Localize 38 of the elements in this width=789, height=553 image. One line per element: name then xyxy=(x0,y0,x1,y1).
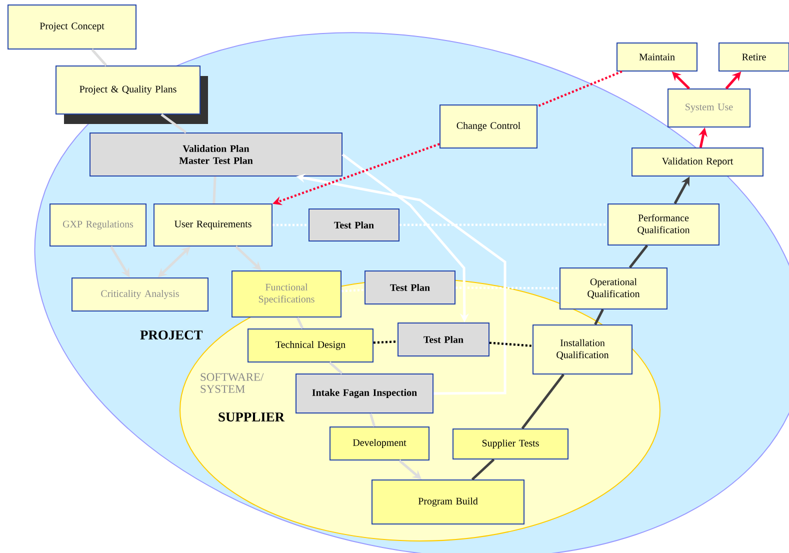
process-box: Supplier Tests xyxy=(452,428,568,460)
test-plan-box: Test Plan xyxy=(364,270,456,304)
test-plan-box: Test Plan xyxy=(398,322,490,356)
connector xyxy=(373,340,398,344)
process-box: Retire xyxy=(718,42,789,72)
connector xyxy=(489,342,533,347)
connector xyxy=(212,176,216,204)
connector xyxy=(594,308,604,326)
process-box: GXP Regulations xyxy=(50,204,146,246)
connector xyxy=(628,244,648,268)
connector xyxy=(341,288,365,292)
connector xyxy=(521,374,564,430)
process-box: Project & Quality Plans xyxy=(56,66,208,124)
connector xyxy=(272,224,308,226)
process-box: Development xyxy=(330,426,430,460)
process-box: Performance Qualification xyxy=(608,204,720,246)
connector xyxy=(471,458,495,480)
connector xyxy=(296,316,304,330)
process-box: Criticality Analysis xyxy=(72,278,208,312)
process-box: Project Concept xyxy=(8,4,136,50)
process-box: Operational Qualification xyxy=(560,268,668,310)
connector xyxy=(369,413,376,427)
process-box: Program Build xyxy=(372,480,524,524)
process-box: Maintain xyxy=(616,42,698,72)
test-plan-box: Intake Fagan Inspection xyxy=(296,374,434,414)
connector xyxy=(456,286,560,290)
connector xyxy=(400,223,608,226)
connector xyxy=(537,70,622,108)
connector xyxy=(91,48,108,66)
process-box: System Use xyxy=(668,88,750,128)
process-box: Technical Design xyxy=(248,328,374,362)
process-box: Functional Specifications xyxy=(232,270,342,318)
test-plan-box: Validation Plan Master Test Plan xyxy=(90,132,342,176)
process-box: User Requirements xyxy=(154,204,272,246)
connector xyxy=(328,362,343,374)
process-box: Change Control xyxy=(440,104,538,148)
test-plan-box: Test Plan xyxy=(308,208,400,242)
process-box: Installation Qualification xyxy=(532,324,632,374)
